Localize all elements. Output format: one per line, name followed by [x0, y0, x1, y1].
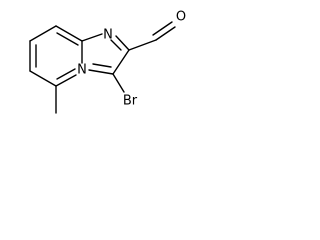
bond: [112, 49, 130, 75]
atom-label-n-bridge: N: [77, 63, 87, 78]
atom-label-oxygen: O: [176, 10, 186, 25]
bond: [128, 39, 157, 51]
bond: [88, 69, 114, 75]
bond: [92, 63, 112, 68]
molecule-structure: N N Br O: [29, 10, 186, 114]
bond: [110, 39, 122, 51]
bond: [152, 21, 173, 36]
bond: [56, 32, 79, 46]
bond-group: [29, 21, 176, 114]
atom-label-n-imine: N: [103, 28, 113, 43]
bond: [112, 73, 125, 93]
bond: [56, 68, 76, 80]
bond: [155, 26, 176, 41]
bond: [115, 35, 130, 51]
bond: [81, 33, 103, 42]
bond: [55, 74, 77, 87]
bond: [29, 70, 57, 87]
bond: [29, 25, 57, 42]
bond: [55, 25, 83, 42]
atom-label-bromine: Br: [123, 94, 138, 109]
